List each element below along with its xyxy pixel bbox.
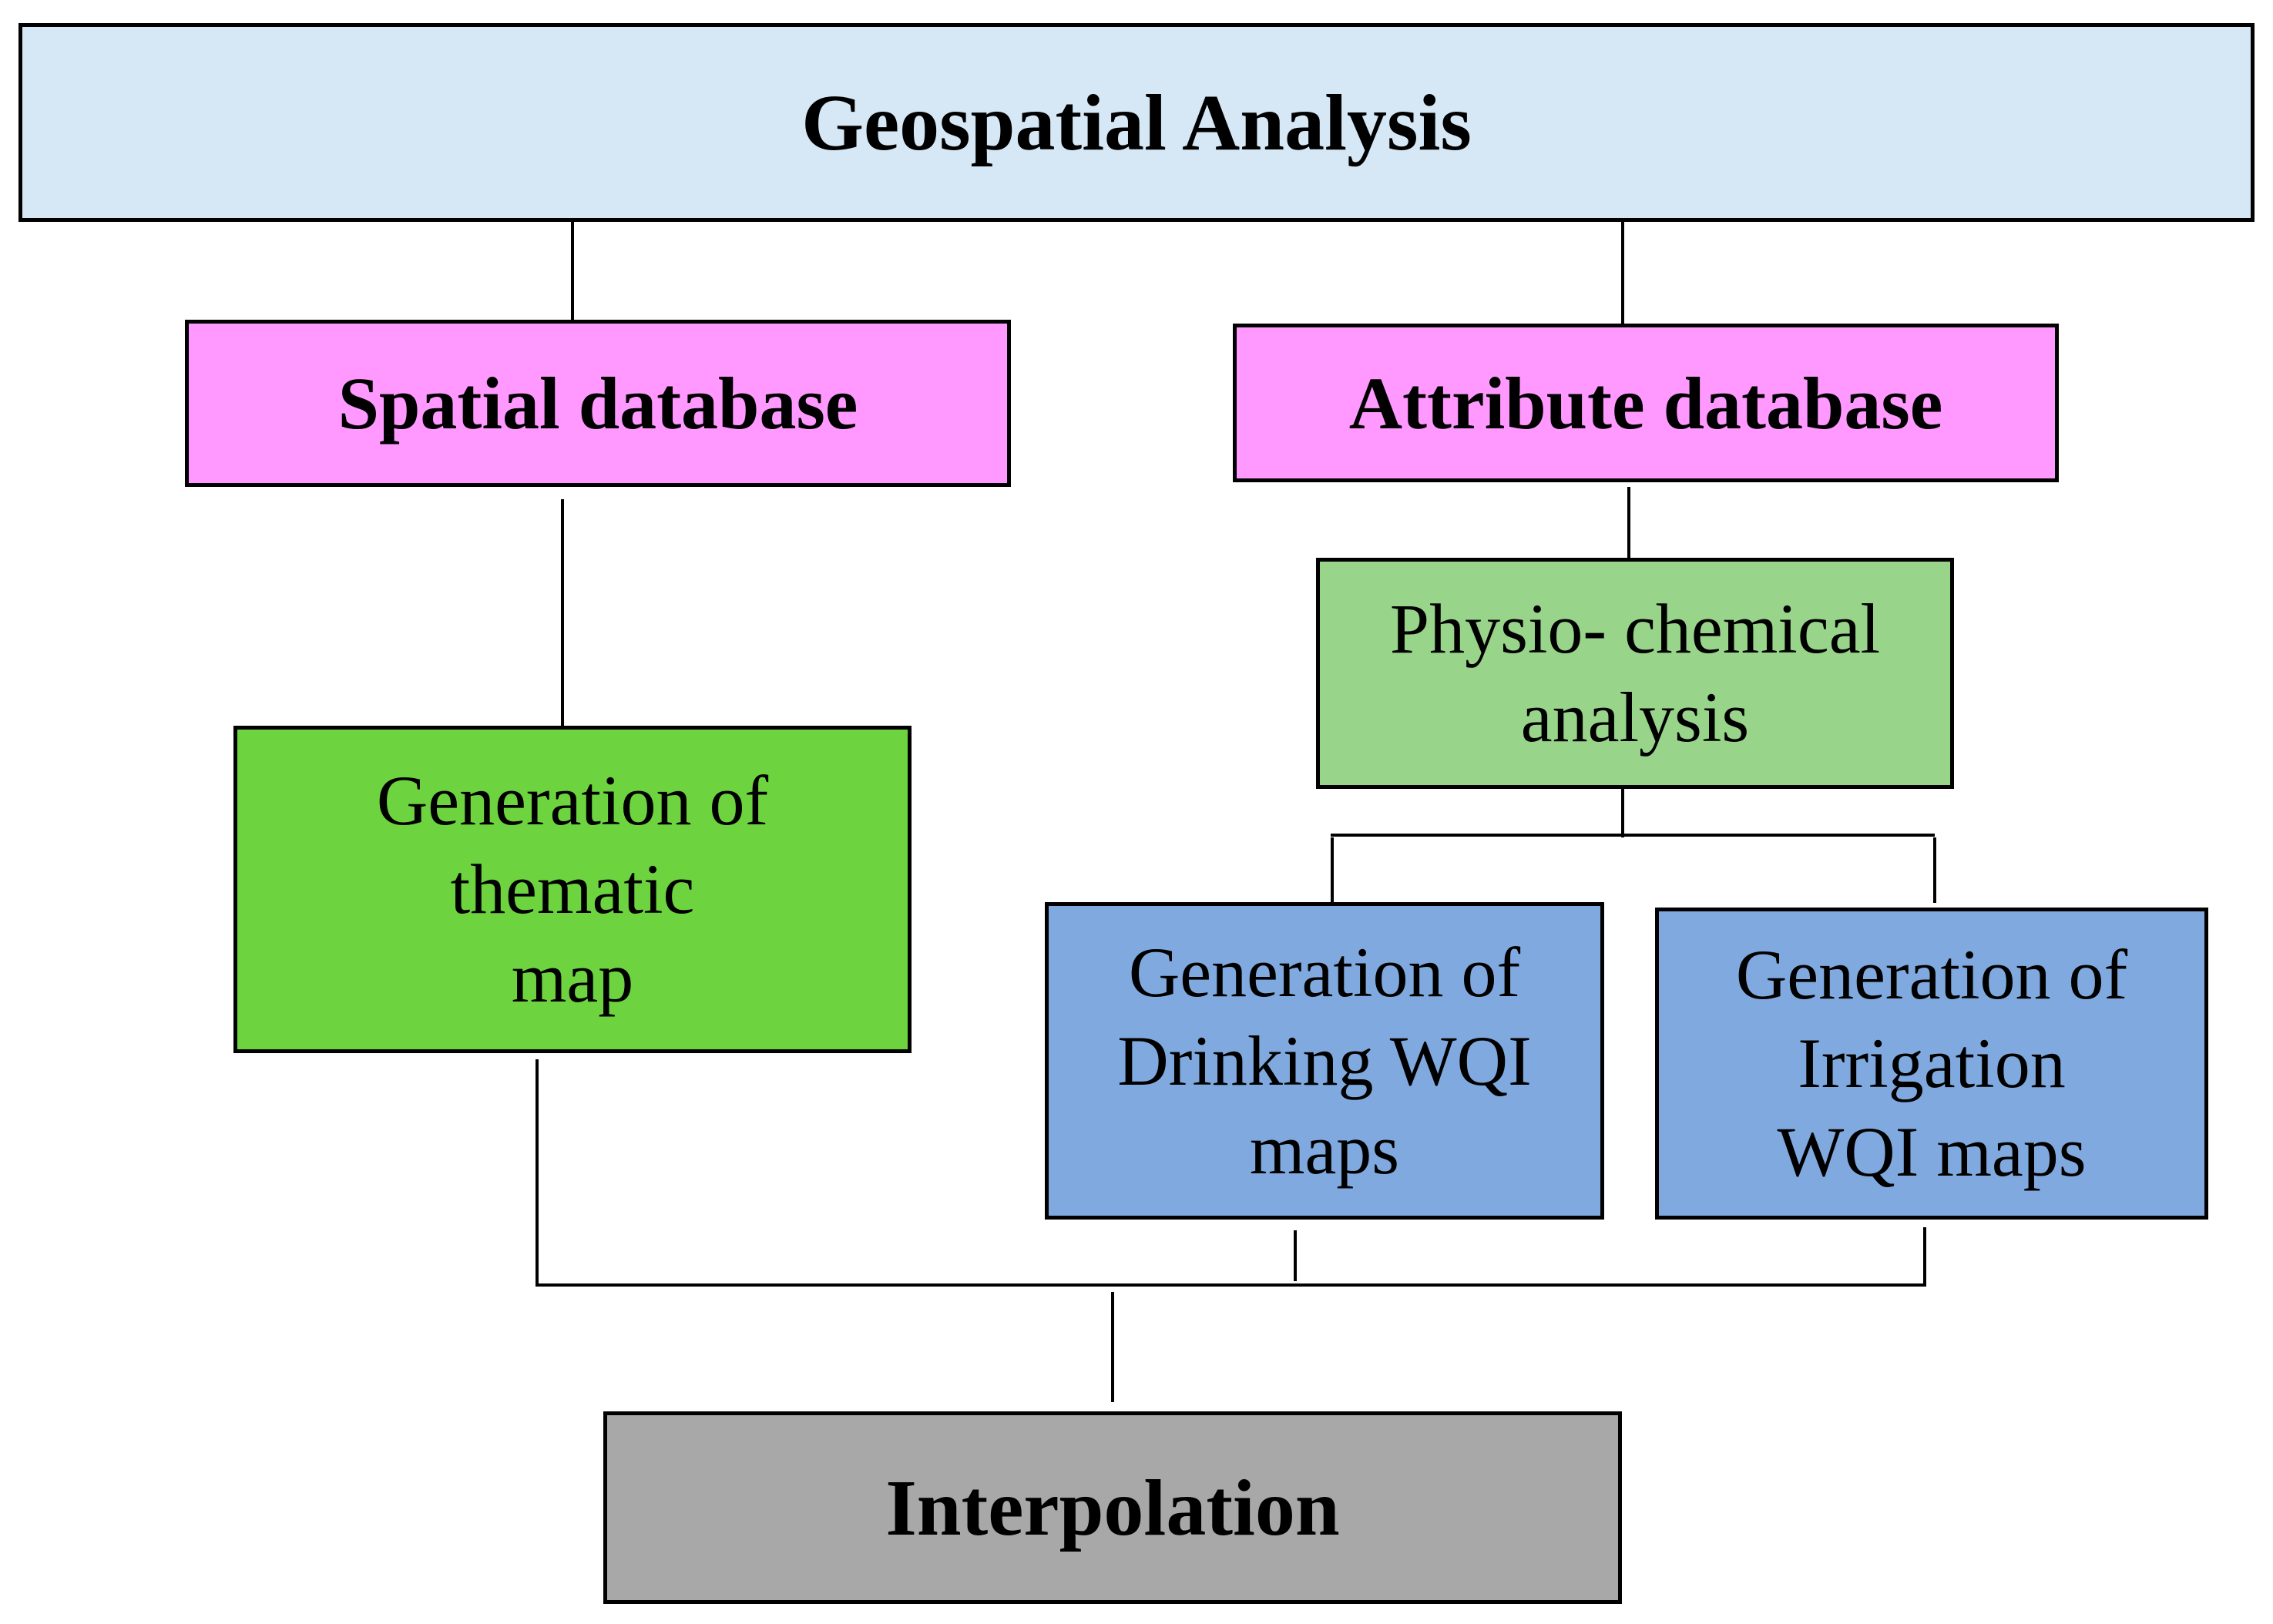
thematic-map-node: Generation of thematic map: [233, 726, 912, 1053]
physio-chemical-analysis-label: Physio- chemical analysis: [1389, 589, 1881, 757]
thematic-map-label: Generation of thematic map: [376, 761, 769, 1017]
drinking-wqi-maps-label: Generation of Drinking WQI maps: [1117, 932, 1532, 1189]
physio-chemical-analysis-node: Physio- chemical analysis: [1316, 558, 1954, 789]
drinking-wqi-maps-node: Generation of Drinking WQI maps: [1045, 902, 1604, 1220]
spatial-database-node: Spatial database: [185, 320, 1011, 487]
geospatial-analysis-node: Geospatial Analysis: [18, 23, 2255, 222]
spatial-database-label: Spatial database: [337, 362, 858, 445]
attribute-database-label: Attribute database: [1348, 361, 1943, 445]
irrigation-wqi-maps-node: Generation of Irrigation WQI maps: [1655, 908, 2208, 1220]
attribute-database-node: Attribute database: [1233, 324, 2059, 482]
interpolation-node: Interpolation: [603, 1411, 1622, 1604]
interpolation-label: Interpolation: [885, 1463, 1340, 1552]
irrigation-wqi-maps-label: Generation of Irrigation WQI maps: [1735, 935, 2128, 1191]
geospatial-analysis-label: Geospatial Analysis: [801, 78, 1472, 167]
